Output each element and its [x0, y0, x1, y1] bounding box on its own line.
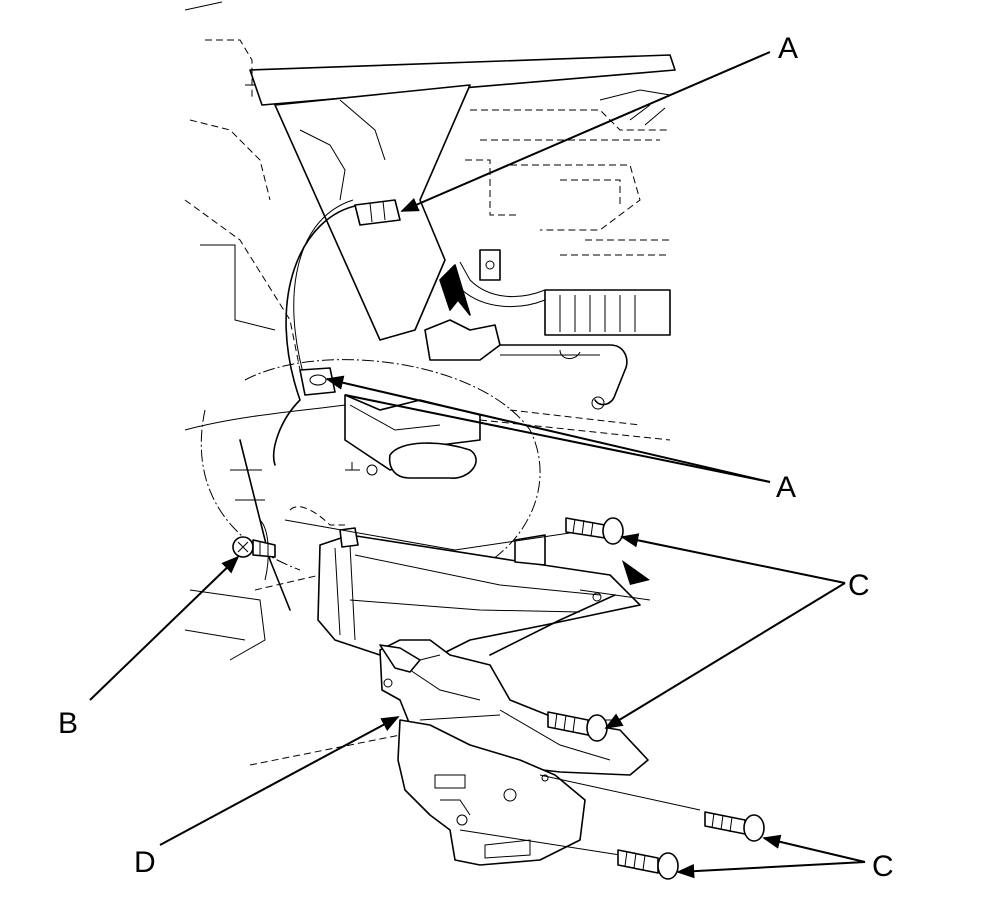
bolt-c-1	[565, 517, 624, 545]
callout-d: D	[134, 846, 156, 879]
bolt-c-4	[617, 849, 679, 880]
bolt-b	[232, 536, 276, 558]
direction-wedge	[622, 560, 650, 585]
callout-a-bottom: A	[776, 471, 796, 504]
bolt-c-3	[704, 811, 765, 842]
callout-b: B	[58, 707, 78, 740]
connector-upper	[354, 199, 401, 226]
air-duct-part-d	[317, 527, 649, 866]
callout-c-bottom: C	[872, 850, 894, 883]
bolt-c-2	[547, 711, 608, 742]
leader-lines	[89, 51, 866, 879]
vehicle-body-outline	[184, 1, 676, 441]
callout-a-top: A	[778, 32, 798, 65]
harness-guide-curves	[184, 199, 541, 581]
connector-lower	[299, 367, 336, 396]
callout-c-right: C	[848, 569, 870, 602]
